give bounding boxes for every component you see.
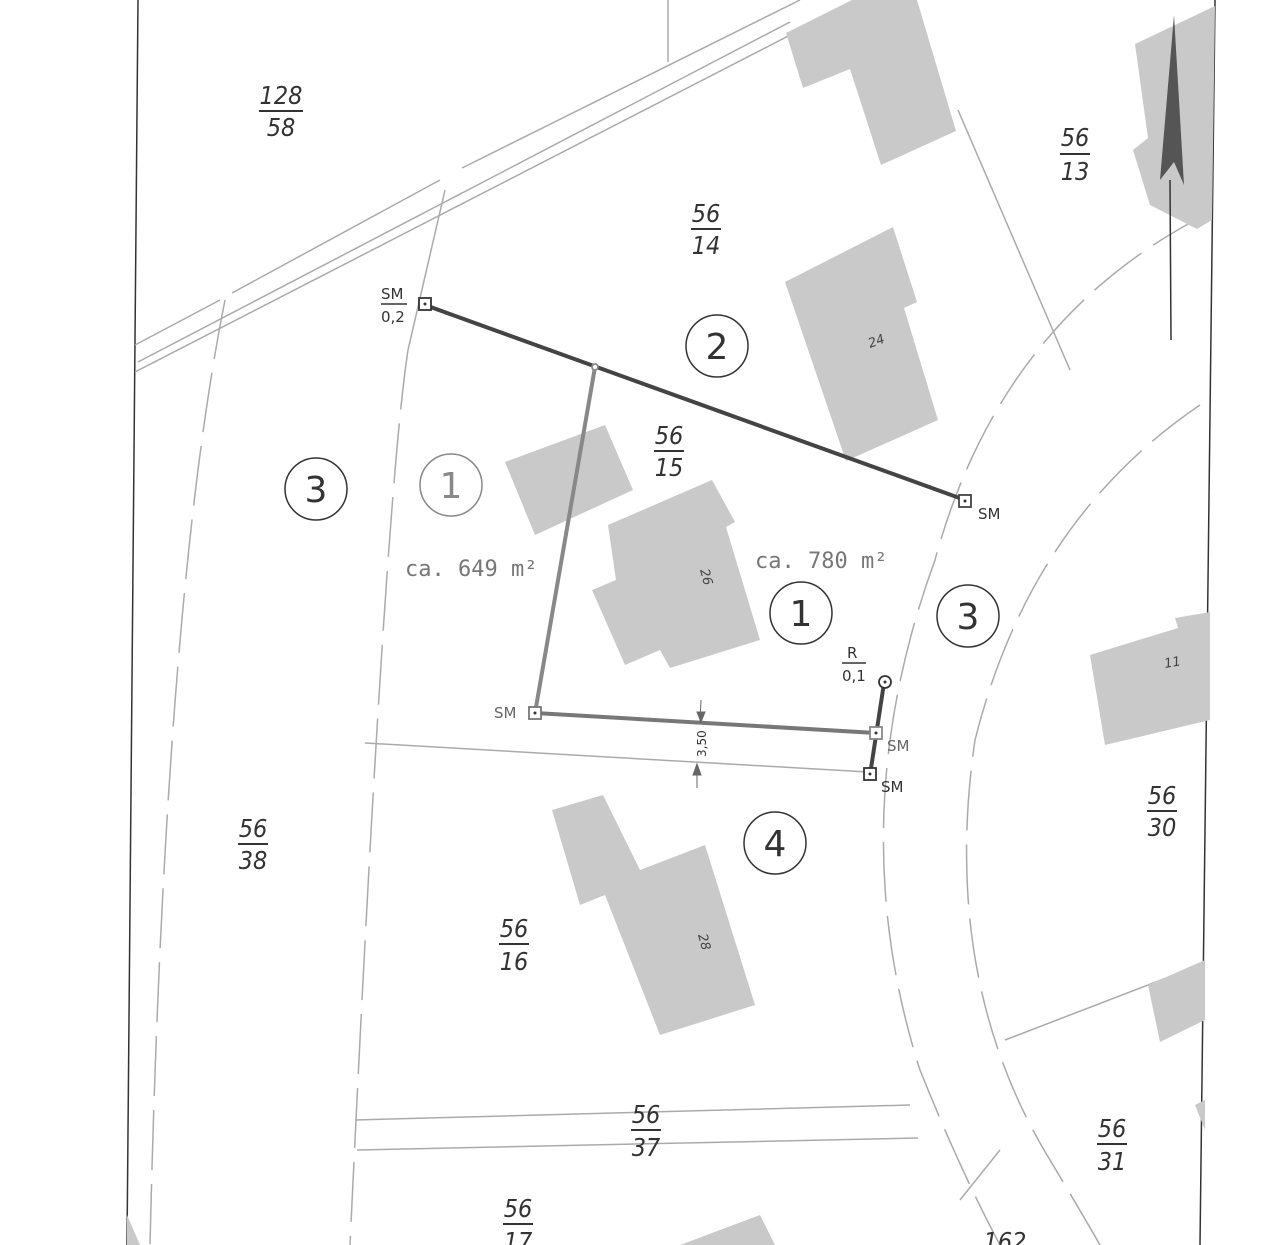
svg-text:56: 56 [692,199,721,228]
circled-number: 2 [706,327,729,368]
svg-text:128: 128 [260,81,303,110]
curved-street [882,214,1206,1245]
building [552,795,755,1035]
area-label: ca. 649 m² [405,557,537,582]
marker-label: 0,2 [381,308,405,326]
svg-text:16: 16 [500,947,529,976]
svg-text:14: 14 [692,231,721,260]
area-label: ca. 780 m² [755,549,887,574]
svg-text:56: 56 [500,914,529,943]
svg-text:56: 56 [239,814,268,843]
svg-text:30: 30 [1148,813,1177,842]
marker-label: SM [881,778,903,796]
parcel-label: 162 [984,1227,1027,1245]
svg-text:56: 56 [632,1100,661,1129]
circled-number: 4 [764,824,787,865]
svg-text:58: 58 [267,113,296,142]
building [127,1215,140,1245]
building [786,0,956,165]
building [592,480,760,668]
circled-number: 1 [440,466,463,507]
building [505,425,633,535]
lot-lines [149,0,1201,1245]
svg-text:31: 31 [1098,1147,1127,1176]
house-number: 24 [866,332,887,352]
circled-number: 3 [305,470,328,511]
building [785,227,938,461]
svg-text:56: 56 [1098,1114,1127,1143]
marker-label: R [847,644,857,662]
building [1090,612,1210,745]
circled-numbers [284,314,1000,875]
buildings [127,0,1215,1245]
house-number: 28 [694,932,713,952]
dimension-3-50 [692,699,706,788]
building [680,1215,775,1245]
dimension-label: 3,50 [695,730,709,757]
circled-number: 1 [790,594,813,635]
circled-number: 3 [957,597,980,638]
svg-text:37: 37 [632,1133,661,1162]
svg-text:56: 56 [655,421,684,450]
svg-text:56: 56 [1148,781,1177,810]
svg-text:38: 38 [239,846,268,875]
building [1195,1100,1205,1130]
top-road [134,0,801,373]
building [1148,960,1205,1042]
svg-text:56: 56 [1061,123,1090,152]
house-number: 26 [696,567,715,587]
north-arrow-icon [1160,15,1184,341]
svg-text:15: 15 [655,453,684,482]
marker-label: SM [978,505,1000,523]
svg-text:13: 13 [1061,157,1090,186]
marker-label: SM [381,285,403,303]
house-number: 11 [1163,654,1182,672]
marker-label: SM [494,704,516,722]
marker-label: SM [887,737,909,755]
marker-label: 0,1 [842,667,866,685]
svg-text:56: 56 [504,1194,533,1223]
new-boundaries [424,303,966,776]
frame-left [126,0,139,1245]
svg-text:17: 17 [504,1227,533,1245]
